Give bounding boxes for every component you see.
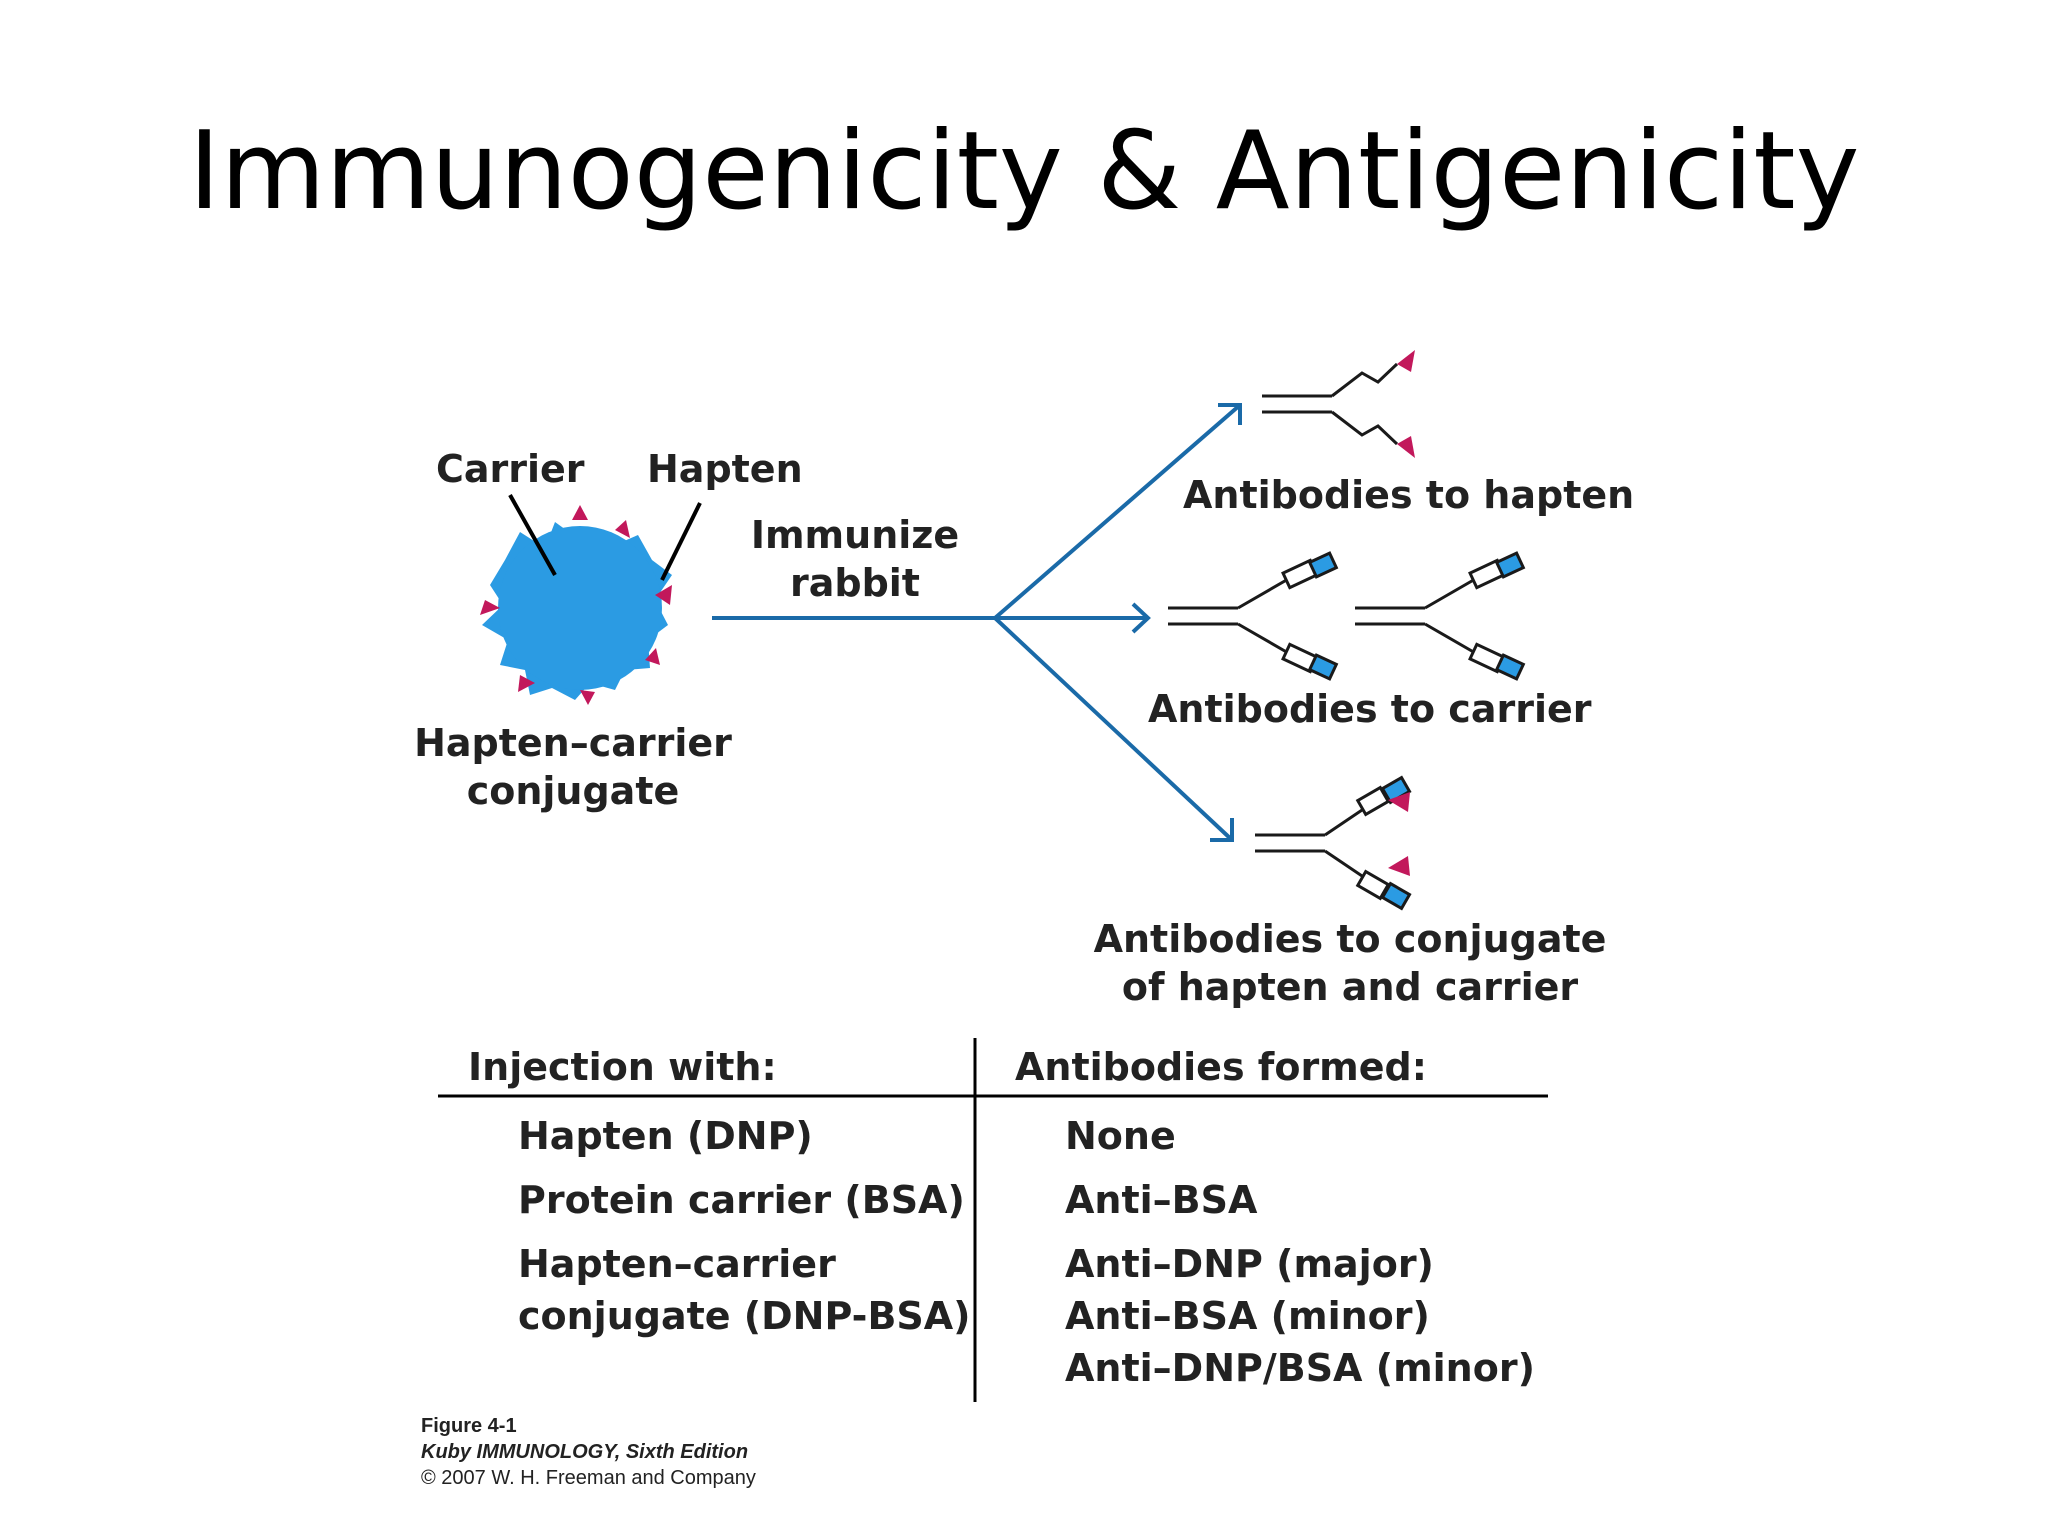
hapten-pointer xyxy=(660,502,702,581)
table-row-injection: Hapten (DNP) xyxy=(518,1114,813,1158)
antibody-conjugate xyxy=(1255,775,1412,911)
table-row-injection: Hapten–carrier conjugate (DNP-BSA) xyxy=(518,1238,971,1342)
outcome-hapten-label: Antibodies to hapten xyxy=(1183,473,1635,517)
arrow-to-hapten-antibodies xyxy=(993,403,1242,620)
arrowhead-carrier xyxy=(1131,602,1151,634)
table-row-antibodies: None xyxy=(1065,1114,1176,1158)
immunize-arrows xyxy=(712,403,1242,842)
copyright: © 2007 W. H. Freeman and Company xyxy=(421,1467,756,1489)
table-cell-line: conjugate (DNP-BSA) xyxy=(518,1294,971,1338)
immunize-label-line2: rabbit xyxy=(790,560,920,605)
book-title: Kuby IMMUNOLOGY, Sixth Edition xyxy=(421,1441,749,1463)
table-cell-line: Anti–DNP (major) xyxy=(1065,1242,1434,1286)
table-header-injection: Injection with: xyxy=(468,1045,777,1089)
slide-title: Immunogenicity & Antigenicity xyxy=(188,109,1860,234)
immunize-label-line1: Immunize xyxy=(750,513,960,557)
table-row-antibodies: Anti–BSA xyxy=(1065,1178,1258,1222)
outcome-conjugate-line1: Antibodies to conjugate xyxy=(1093,917,1607,961)
antibody-carrier-2 xyxy=(1355,551,1526,681)
outcome-conjugate-line2: of hapten and carrier xyxy=(1121,964,1579,1009)
hapten-label: Hapten xyxy=(647,447,803,491)
table-row-injection: Protein carrier (BSA) xyxy=(518,1178,965,1222)
carrier-pointer xyxy=(508,494,557,576)
conjugate-label: Hapten–carrier conjugate xyxy=(408,720,738,815)
antibody-carrier-1 xyxy=(1168,551,1339,681)
table-header-antibodies: Antibodies formed: xyxy=(1015,1045,1427,1089)
hapten-markers xyxy=(480,505,672,705)
immunize-label: Immunize rabbit xyxy=(735,512,975,607)
arrowhead-hapten xyxy=(1218,403,1242,425)
outcome-conjugate-label: Antibodies to conjugate of hapten and ca… xyxy=(1085,916,1615,1011)
table-cell-line: Anti–BSA (minor) xyxy=(1065,1294,1430,1338)
table-row-antibodies: Anti–DNP (major) Anti–BSA (minor) Anti–D… xyxy=(1065,1238,1535,1394)
figure-credit: Figure 4-1 Kuby IMMUNOLOGY, Sixth Editio… xyxy=(421,1413,756,1491)
carrier-label: Carrier xyxy=(436,447,585,491)
outcome-carrier-label: Antibodies to carrier xyxy=(1148,687,1592,731)
table-cell-line: Hapten–carrier xyxy=(518,1242,836,1286)
antibody-hapten xyxy=(1262,350,1415,458)
conjugate-label-line2: conjugate xyxy=(466,768,680,813)
arrow-to-conjugate-antibodies xyxy=(993,616,1234,842)
arrowhead-conjugate xyxy=(1210,818,1234,842)
figure-number: Figure 4-1 xyxy=(421,1415,517,1437)
hapten-carrier-conjugate xyxy=(480,494,702,705)
table-cell-line: Anti–DNP/BSA (minor) xyxy=(1065,1346,1535,1390)
conjugate-label-line1: Hapten–carrier xyxy=(414,721,732,765)
